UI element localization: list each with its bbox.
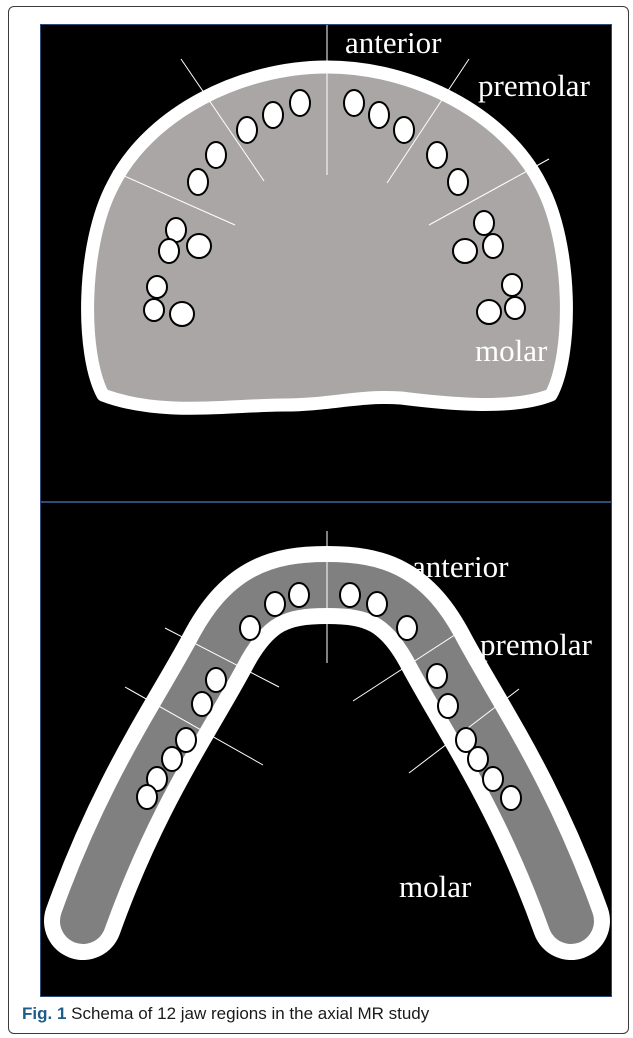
tooth — [237, 117, 257, 143]
tooth — [340, 583, 360, 607]
tooth — [483, 234, 503, 258]
tooth — [448, 169, 468, 195]
upper-jaw-diagram: anterior premolar molar — [41, 25, 613, 503]
tooth — [344, 90, 364, 116]
lower-label-premolar: premolar — [480, 627, 593, 662]
tooth — [176, 728, 196, 752]
caption-text: Schema of 12 jaw regions in the axial MR… — [71, 1004, 429, 1023]
tooth — [206, 142, 226, 168]
tooth — [192, 692, 212, 716]
tooth — [265, 592, 285, 616]
tooth — [397, 616, 417, 640]
upper-label-anterior: anterior — [345, 25, 442, 60]
tooth — [206, 668, 226, 692]
tooth — [367, 592, 387, 616]
tooth — [477, 300, 501, 324]
tooth — [502, 274, 522, 296]
tooth — [144, 299, 164, 321]
tooth — [290, 90, 310, 116]
lower-label-molar: molar — [399, 869, 472, 904]
tooth — [427, 664, 447, 688]
tooth — [170, 302, 194, 326]
tooth — [159, 239, 179, 263]
tooth — [187, 234, 211, 258]
figure-caption: Fig. 1 Schema of 12 jaw regions in the a… — [22, 1004, 429, 1024]
tooth — [289, 583, 309, 607]
tooth — [240, 616, 260, 640]
upper-jaw-panel: anterior premolar molar — [40, 24, 612, 502]
tooth — [438, 694, 458, 718]
tooth — [501, 786, 521, 810]
upper-label-premolar: premolar — [478, 68, 591, 103]
tooth — [483, 767, 503, 791]
lower-jaw-panel: anterior premolar molar — [40, 502, 612, 997]
tooth — [468, 747, 488, 771]
lower-label-anterior: anterior — [412, 549, 509, 584]
tooth — [505, 297, 525, 319]
tooth — [162, 747, 182, 771]
tooth — [453, 239, 477, 263]
tooth — [394, 117, 414, 143]
tooth — [263, 102, 283, 128]
tooth — [147, 276, 167, 298]
tooth — [369, 102, 389, 128]
tooth — [427, 142, 447, 168]
upper-label-molar: molar — [475, 333, 548, 368]
lower-jaw-diagram: anterior premolar molar — [41, 503, 613, 998]
caption-label: Fig. 1 — [22, 1004, 66, 1023]
tooth — [188, 169, 208, 195]
tooth — [137, 785, 157, 809]
tooth — [474, 211, 494, 235]
